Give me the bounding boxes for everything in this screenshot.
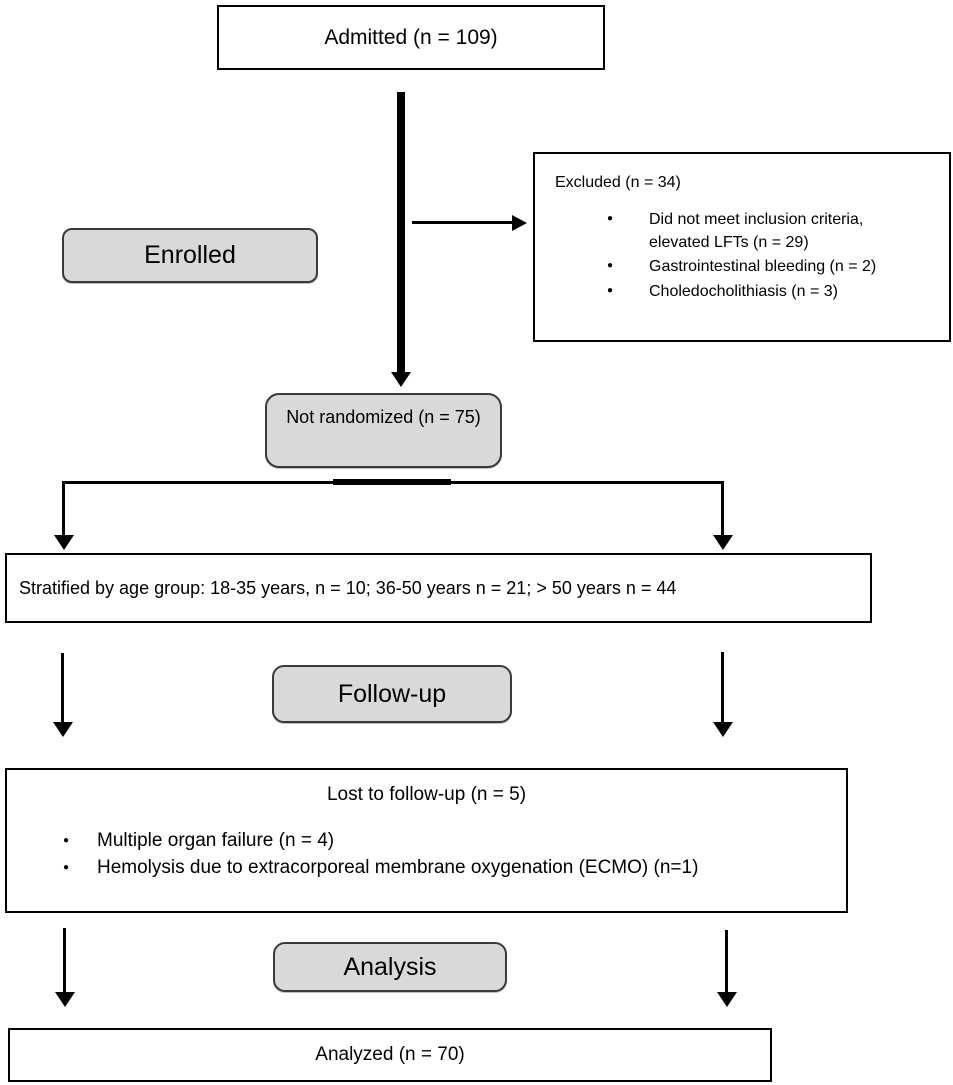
- stratified-box: Stratified by age group: 18-35 years, n …: [5, 553, 872, 623]
- analyzed-label: Analyzed (n = 70): [315, 1044, 465, 1065]
- lost-to-followup-box: Lost to follow-up (n = 5) Multiple organ…: [5, 768, 848, 913]
- branch-left-vline: [62, 481, 65, 537]
- excluded-bullet: Gastrointestinal bleeding (n = 2): [607, 255, 927, 278]
- excluded-box: Excluded (n = 34) Did not meet inclusion…: [533, 152, 951, 342]
- admitted-box: Admitted (n = 109): [217, 5, 605, 70]
- branch-right-vline: [721, 481, 724, 537]
- arrow-right-to-lost-line: [721, 652, 724, 724]
- lost-to-followup-title: Lost to follow-up (n = 5): [326, 784, 527, 805]
- excluded-bullet: Did not meet inclusion criteria, elevate…: [607, 208, 927, 254]
- analysis-label: Analysis: [343, 952, 437, 981]
- lost-bullet-list: Multiple organ failure (n = 4) Hemolysis…: [7, 828, 846, 882]
- not-randomized-box: Not randomized (n = 75): [265, 393, 502, 468]
- arrow-left-to-lost-line: [61, 653, 64, 724]
- arrow-right-to-analyzed-line: [725, 930, 728, 994]
- analyzed-box: Analyzed (n = 70): [8, 1028, 772, 1082]
- followup-stage-box: Follow-up: [272, 665, 512, 723]
- excluded-title: Excluded (n = 34): [555, 174, 681, 191]
- arrow-left-to-analyzed-arrowhead: [55, 992, 75, 1007]
- analysis-stage-box: Analysis: [273, 942, 507, 992]
- arrow-right-to-analyzed-arrowhead: [717, 992, 737, 1007]
- lost-bullet: Hemolysis due to extracorporeal membrane…: [63, 855, 846, 882]
- followup-label: Follow-up: [337, 679, 447, 708]
- arrow-right-to-lost-arrowhead: [713, 722, 733, 737]
- lost-bullet: Multiple organ failure (n = 4): [63, 828, 846, 855]
- arrow-admitted-to-not-randomized-arrowhead: [391, 372, 411, 387]
- arrow-to-excluded-line: [412, 221, 513, 224]
- stratified-label: Stratified by age group: 18-35 years, n …: [19, 577, 677, 598]
- not-randomized-label: Not randomized (n = 75): [286, 407, 481, 427]
- arrow-left-to-analyzed-line: [63, 928, 66, 994]
- excluded-bullet-list: Did not meet inclusion criteria, elevate…: [555, 208, 931, 303]
- enrolled-label: Enrolled: [144, 241, 236, 269]
- branch-left-arrowhead: [54, 535, 74, 550]
- admitted-label: Admitted (n = 109): [324, 25, 498, 49]
- branch-connector-thick-segment: [333, 479, 451, 485]
- arrow-to-excluded-arrowhead: [512, 215, 527, 231]
- arrow-admitted-to-not-randomized-line: [397, 92, 405, 373]
- branch-right-arrowhead: [713, 535, 733, 550]
- excluded-bullet: Choledocholithiasis (n = 3): [607, 280, 927, 303]
- arrow-left-to-lost-arrowhead: [53, 722, 73, 737]
- enrolled-stage-box: Enrolled: [62, 228, 318, 283]
